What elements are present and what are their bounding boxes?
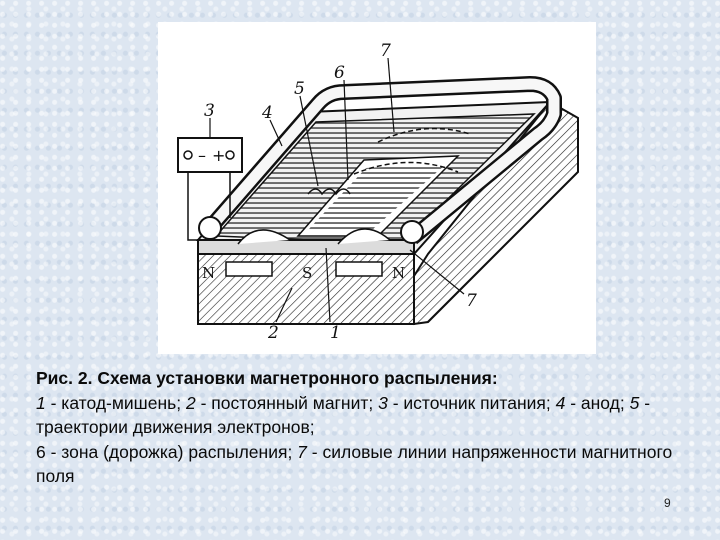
leader-2: [275, 287, 293, 323]
magnetron-diagram: N S N – + 3 4 5 6: [177, 41, 579, 343]
cathode-front-edge: [197, 239, 415, 255]
caption-item-6-num: 6: [36, 441, 46, 462]
caption-item-2-num: 2: [185, 392, 196, 413]
caption-item-4-num: 4: [555, 392, 566, 413]
pole-right-label: N: [392, 264, 405, 282]
caption-item-5-num: 5: [629, 392, 640, 413]
magnet-side-face: [413, 100, 579, 326]
caption-item-4-text: - анод;: [565, 392, 630, 413]
source-plus-symbol: +: [212, 146, 225, 165]
magnetron-figure: N S N – + 3 4 5 6: [158, 22, 596, 354]
leader-5: [299, 95, 319, 187]
page-number: 9: [664, 496, 671, 510]
anode-end-right: [400, 220, 424, 244]
wire-to-cathode: [187, 172, 202, 241]
caption-item-3-text: - источник питания;: [387, 392, 556, 413]
leader-7-side: [409, 249, 465, 295]
caption-item-7-num: 7: [297, 441, 307, 462]
magnet-slot-right: [335, 261, 383, 277]
label-7-side: 7: [466, 291, 477, 311]
anode-frame-inner: [205, 78, 560, 243]
leader-7-top: [387, 57, 395, 133]
plasma-zone-left: [237, 229, 291, 245]
label-2: 2: [267, 323, 279, 343]
central-pole-hatch: [308, 164, 446, 230]
caption-item-1-num: 1: [36, 392, 46, 413]
label-7-top: 7: [380, 41, 391, 61]
field-line-arc-2: [377, 127, 471, 143]
caption-item-3-num: 3: [378, 392, 388, 413]
leader-6: [343, 79, 349, 181]
caption-item-5-text: - траектории движения электронов;: [36, 392, 651, 438]
caption-item-6-text: - зона (дорожка) распыления;: [45, 441, 298, 462]
pole-center-label: S: [302, 264, 312, 282]
leader-1: [325, 247, 331, 323]
source-terminal-minus: [183, 150, 193, 160]
plasma-zone-right: [337, 228, 391, 245]
source-terminal-plus: [225, 150, 235, 160]
caption-title: Рис. 2. Схема установки магнетронного ра…: [36, 368, 498, 388]
caption-item-1-text: - катод-мишень;: [45, 392, 186, 413]
label-3: 3: [204, 101, 215, 121]
anode-end-left: [198, 216, 222, 240]
field-line-arc: [353, 161, 459, 175]
electron-trajectory: [307, 188, 351, 196]
magnet-slot-left: [225, 261, 273, 277]
label-6: 6: [334, 63, 345, 83]
leader-4: [269, 119, 283, 147]
figure-caption: Рис. 2. Схема установки магнетронного ра…: [36, 366, 686, 489]
pole-left-label: N: [202, 264, 215, 282]
caption-item-7-text: - силовые линии напряженности магнитного…: [36, 441, 673, 487]
caption-item-2-text: - постоянный магнит;: [195, 392, 379, 413]
source-minus-symbol: –: [198, 146, 206, 165]
label-4: 4: [261, 103, 273, 123]
label-5: 5: [294, 79, 305, 99]
label-1: 1: [330, 323, 341, 343]
